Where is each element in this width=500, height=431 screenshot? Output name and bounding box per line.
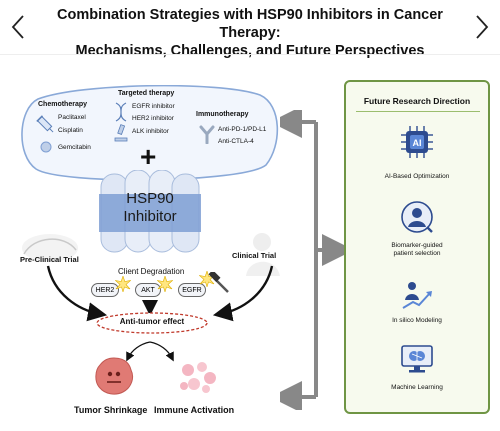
growth-chart-icon (402, 282, 432, 309)
client-degradation-label: Client Degradation (118, 267, 185, 276)
immuno-item-ctla4: Anti-CTLA-4 (218, 138, 254, 145)
plus-sign: + (140, 141, 157, 172)
title-line-2: Mechanisms, Challenges, and Future Persp… (75, 43, 425, 59)
syringe-icon (36, 115, 54, 133)
burst-icon (115, 276, 131, 292)
page-title: Combination Strategies with HSP90 Inhibi… (32, 6, 468, 60)
hsp90-protein-icon (99, 170, 201, 253)
future-research-panel: Future Research Direction AI AI-Based Op… (344, 80, 490, 414)
inhibitor-label: Inhibitor (123, 208, 177, 225)
chemo-item-paclitaxel: Paclitaxel (58, 114, 86, 121)
connector-arrows (280, 110, 344, 410)
outcome-split-arrows (126, 341, 174, 362)
anti-tumor-effect-label: Anti-tumor effect (119, 317, 185, 326)
dna-icon (115, 102, 127, 122)
targeted-item-her2: HER2 inhibitor (132, 115, 174, 122)
chemotherapy-heading: Chemotherapy (38, 101, 88, 108)
immune-cells-icon (180, 362, 216, 393)
ai-chip-icon: AI (401, 126, 433, 158)
microscope-icon (114, 124, 128, 142)
biomarker-person-icon (401, 201, 433, 233)
hammer-icon (208, 272, 229, 293)
combination-therapy-oval (21, 85, 279, 181)
anti-tumor-effect-oval (96, 312, 208, 334)
pill-icon (40, 141, 52, 153)
tumor-icon (95, 357, 134, 395)
client-pill-egfr: EGFR (178, 283, 206, 297)
client-pill-her2: HER2 (91, 283, 119, 297)
future-research-title: Future Research Direction (363, 96, 471, 106)
antibody-icon (199, 125, 215, 144)
chevron-right-icon[interactable] (474, 14, 490, 40)
brain-monitor-icon (401, 345, 433, 373)
targeted-item-alk: ALK inhibitor (132, 128, 169, 135)
future-research-divider (356, 111, 480, 112)
targeted-therapy-heading: Targeted therapy (118, 90, 175, 97)
targeted-item-egfr: EGFR inhibitor (132, 103, 175, 110)
lab-mouse-icon (22, 234, 78, 262)
svg-text:AI: AI (413, 138, 422, 148)
immune-activation-label: Immune Activation (154, 405, 235, 415)
clinical-trial-label: Clinical Trial (232, 251, 277, 260)
flow-arrows (46, 265, 274, 322)
client-pill-akt: AKT (135, 283, 161, 297)
preclinical-trial-label: Pre-Clinical Trial (20, 255, 79, 264)
hsp90-label: HSP90 (126, 190, 174, 207)
title-line-1: Combination Strategies with HSP90 Inhibi… (57, 7, 443, 41)
chemo-item-gemcitabin: Gemcitabin (58, 144, 91, 151)
immuno-item-pd1: Anti-PD-1/PD-L1 (218, 126, 267, 133)
header-divider (0, 54, 500, 55)
future-item-label: Machine Learning (391, 384, 443, 391)
tumor-shrinkage-label: Tumor Shrinkage (74, 405, 148, 415)
immunotherapy-heading: Immunotherapy (196, 111, 249, 118)
burst-icon (157, 276, 173, 292)
chevron-left-icon[interactable] (10, 14, 26, 40)
future-item-label: AI-Based Optimization (384, 173, 450, 180)
chemo-item-cisplatin: Cisplatin (58, 127, 83, 134)
future-item-label: Biomarker-guided patient selection (391, 242, 443, 257)
future-item-label: In silico Modeling (392, 317, 442, 324)
